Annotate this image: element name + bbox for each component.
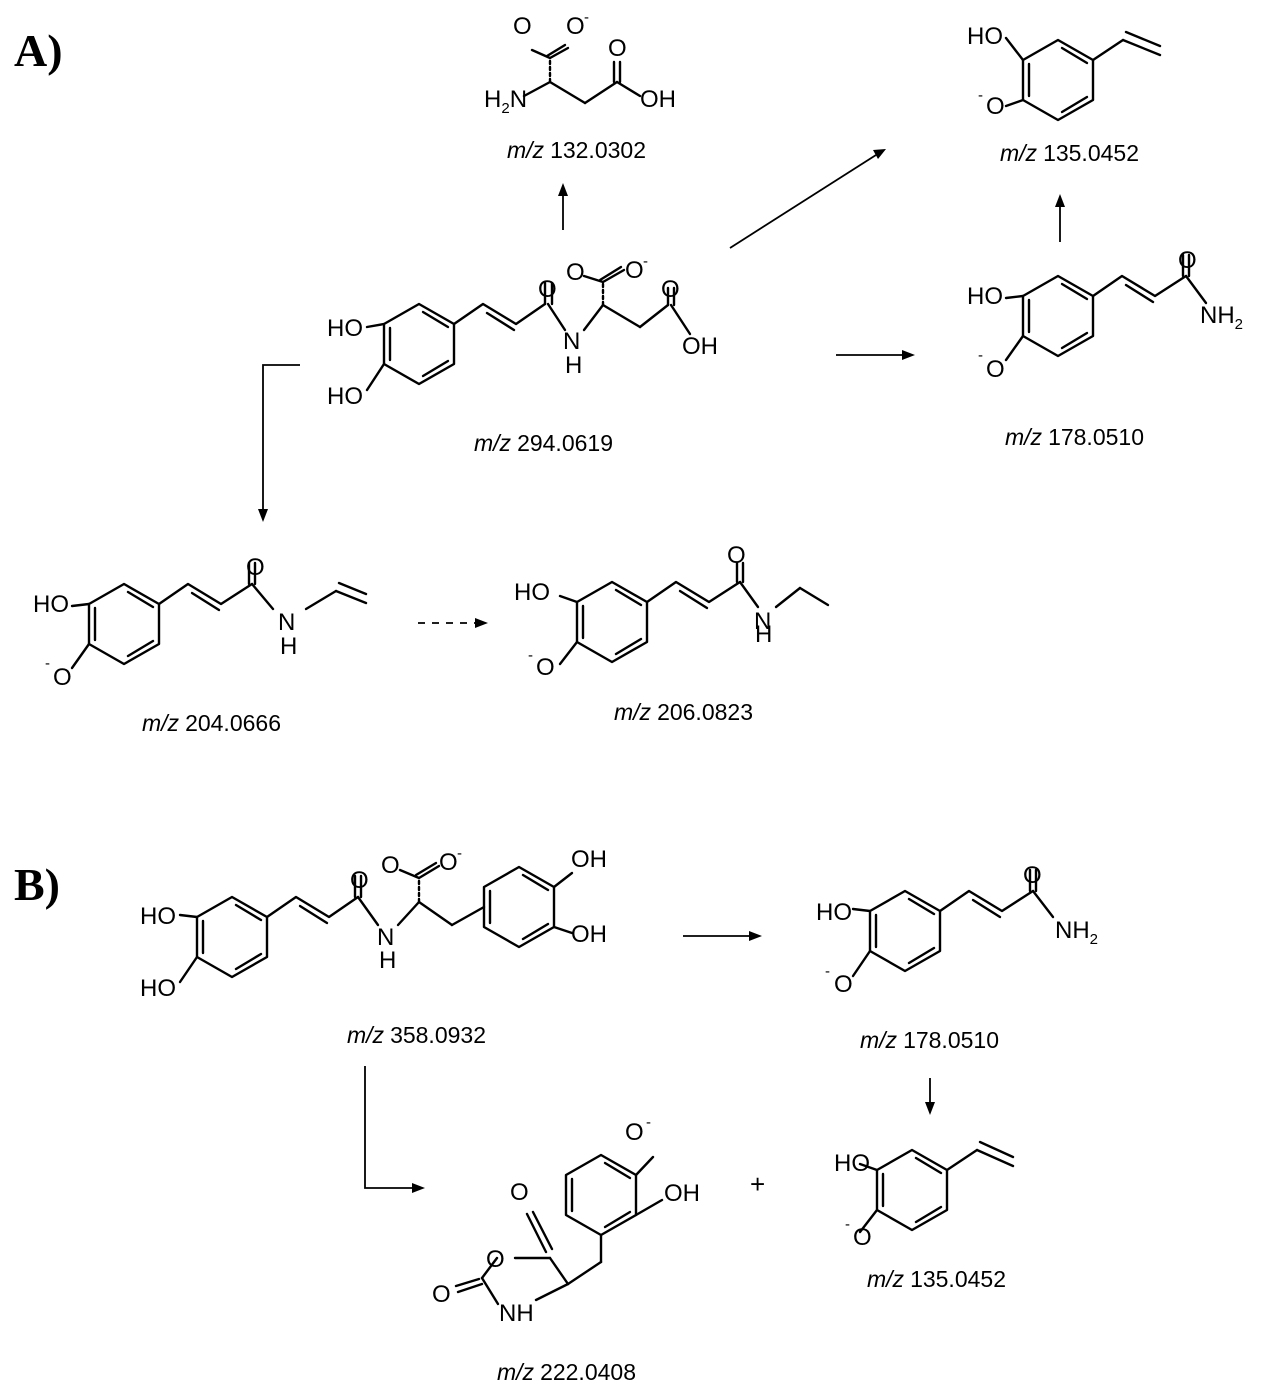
structure-a-parent: HO HO O N H O O - O OH (327, 253, 718, 410)
atom-label: O (536, 654, 555, 681)
atom-charge: - (528, 647, 533, 664)
atom-label: O (486, 1246, 505, 1273)
atom-label: O (853, 1224, 872, 1251)
atom-label: NH2 (1055, 917, 1098, 948)
atom-label: NH2 (1200, 302, 1243, 333)
atom-label: OH (571, 921, 607, 948)
atom-label: N (278, 609, 295, 636)
arrow-a-parent-to-amide (836, 350, 915, 360)
atom-label: O (439, 849, 458, 876)
structure-b-oxazolidinedione: O - OH O O O NH (432, 1114, 700, 1327)
atom-label: HO (967, 23, 1003, 50)
atom-label: OH (682, 333, 718, 360)
atom-label: O (53, 664, 72, 691)
atom-label: O (986, 93, 1005, 120)
atom-label: OH (571, 846, 607, 873)
atom-label: HO (514, 579, 550, 606)
arrow-a-amide-to-vinylcatechol (1055, 194, 1065, 242)
atom-label: OH (640, 86, 676, 113)
plus-sign: + (750, 1169, 765, 1199)
atom-label: O (625, 257, 644, 284)
arrow-a-vinylamide-to-ethylamide-dashed (418, 618, 488, 628)
atom-label: O (1178, 247, 1197, 274)
atom-label: HO (327, 315, 363, 342)
panel-label-a: A) (14, 25, 63, 76)
atom-label: O (661, 276, 680, 303)
atom-label: H (280, 633, 297, 660)
arrow-a-parent-to-vinylcatechol (729, 149, 886, 249)
arrow-b-parent-to-amide (683, 931, 762, 941)
atom-label: H (379, 947, 396, 974)
atom-label: H (565, 352, 582, 379)
atom-charge: - (825, 963, 830, 980)
atom-label: NH (499, 1300, 534, 1327)
atom-label: O (608, 35, 627, 62)
structure-b-amide: HO - O O NH2 (816, 862, 1098, 998)
atom-label: HO (33, 591, 69, 618)
atom-label: H2N (484, 86, 527, 117)
structure-b-parent: HO HO O N H O O - OH OH (140, 845, 607, 1002)
atom-charge: - (584, 9, 589, 26)
atom-charge: - (845, 1216, 850, 1233)
arrow-a-parent-to-aspartate (558, 183, 568, 230)
atom-label: O (381, 852, 400, 879)
atom-label: N (377, 924, 394, 951)
atom-charge: - (643, 253, 648, 270)
structure-b-vinylcatechol: HO - O (834, 1140, 1015, 1251)
structure-a-vinylcatechol: HO - O (967, 23, 1162, 122)
atom-label: H (755, 621, 772, 648)
atom-label: O (625, 1119, 644, 1146)
structure-a-ethylamide: HO - O O N H (514, 542, 830, 681)
atom-charge: - (978, 87, 983, 104)
arrow-b-amide-to-vinylcatechol (925, 1078, 935, 1115)
atom-label: OH (664, 1180, 700, 1207)
atom-label: O (1023, 862, 1042, 889)
atom-label: N (563, 328, 580, 355)
atom-label: HO (834, 1150, 870, 1177)
atom-label: O (566, 13, 585, 40)
atom-label: O (727, 542, 746, 569)
atom-label: O (834, 971, 853, 998)
atom-label: N (754, 608, 771, 635)
atom-label: O (566, 259, 585, 286)
atom-charge: - (45, 655, 50, 672)
atom-label: O (513, 13, 532, 40)
atom-label: HO (816, 899, 852, 926)
atom-label: O (538, 276, 557, 303)
structure-a-aspartate: H2N O O - O OH (484, 9, 676, 117)
atom-charge: - (978, 347, 983, 364)
atom-charge: - (457, 845, 462, 862)
atom-label: O (986, 356, 1005, 383)
atom-label: HO (967, 283, 1003, 310)
atom-label: O (432, 1281, 451, 1308)
atom-label: HO (140, 903, 176, 930)
panel-label-b: B) (14, 859, 60, 910)
atom-label: O (510, 1179, 529, 1206)
atom-label: O (246, 554, 265, 581)
atom-charge: - (646, 1114, 651, 1131)
atom-label: HO (327, 383, 363, 410)
arrow-b-parent-to-oxazolidinedione (364, 1066, 425, 1193)
structure-a-vinylamide: HO - O O N H (33, 554, 368, 691)
arrow-a-parent-to-vinylamide (258, 364, 300, 522)
atom-label: HO (140, 975, 176, 1002)
atom-label: O (350, 867, 369, 894)
structure-a-amide: HO - O O NH2 (967, 247, 1243, 383)
